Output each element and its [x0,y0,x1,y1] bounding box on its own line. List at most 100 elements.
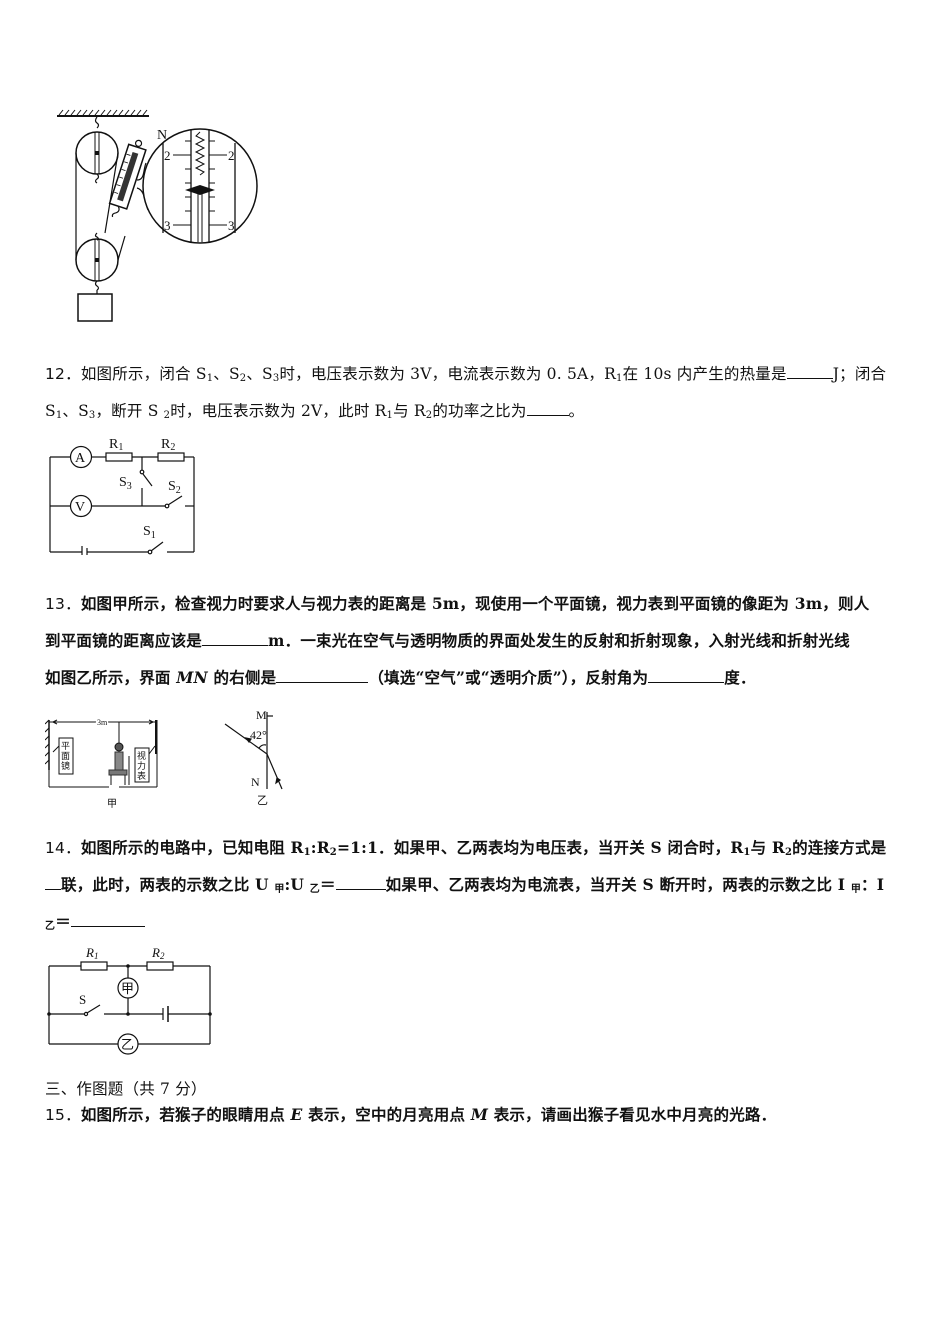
q12-text: 、S [62,402,89,420]
q14-text: 如图所示的电路中，已知电阻 R [80,838,304,857]
subscript: 甲 [850,884,862,895]
answer-blank-distance[interactable] [202,630,269,646]
subscript: 1 [743,847,751,858]
q12-text: S [45,402,56,420]
q14-text: ：I [861,875,885,894]
mirror-label-1: 平 [61,741,70,751]
subscript: 1 [616,373,623,384]
subscript: 1 [386,410,394,421]
s1-label: S1 [143,524,156,541]
q12-text: 、S [213,365,240,383]
chart-label-2: 力 [137,760,146,771]
point-n-label: N [251,775,260,789]
q14-text: :U [284,875,310,894]
r1-label: R1 [85,945,98,961]
subscript: 2 [163,410,171,421]
q13-text: 的右侧是 [207,668,277,687]
q12-text: 如图所示，闭合 S [80,365,207,383]
q13-text: 度． [724,668,756,687]
q12-circuit-diagram: A V R1 R2 S3 S2 S1 [49,437,195,555]
q14-text: 与 R [750,838,785,857]
q15-text: 表示，请画出猴子看见水中月亮的光路． [488,1105,777,1124]
scale-label-3-left: 3 [164,218,171,233]
answer-blank-connection[interactable] [45,874,61,890]
q15-text: 表示，空中的月亮用点 [302,1105,471,1124]
section-3-heading: 三、作图题（共 7 分） [45,1077,207,1099]
answer-blank-reflection-angle[interactable] [648,667,725,683]
scale-unit-label: N [157,128,167,143]
answer-blank-current-ratio[interactable] [70,911,145,927]
q12-text: ，断开 S [95,402,164,420]
distance-label: 3m [97,718,108,727]
r2-label: R2 [151,945,165,961]
scale-label-2-right: 2 [228,148,235,163]
section-heading-text: 三、作图题（共 7 分） [45,1080,207,1098]
q14-line-2: 联，此时，两表的示数之比 U 甲:U 乙＝如果甲、乙两表均为电流表，当开关 S … [45,873,884,895]
subscript: 1 [206,373,214,384]
ammeter-label: A [75,451,86,466]
q15-text: 如图所示，若猴子的眼睛用点 [80,1105,291,1124]
scale-label-3-right: 3 [228,218,235,233]
refraction-figure: M 42° N 乙 [224,708,283,807]
q12-text: 的功率之比为 [432,402,527,420]
q14-line-1: 14．如图所示的电路中，已知电阻 R1:R2=1:1．如果甲、乙两表均为电压表，… [45,836,886,858]
q13-text: 如图乙所示，界面 [45,668,177,687]
q14-text: 联，此时，两表的示数之比 U [61,875,275,894]
r1-label: R1 [109,437,123,453]
q12-number: 12． [45,365,81,383]
q12-text: 在 10s 内产生的热量是 [622,365,787,383]
q14-text: 如果甲、乙两表均为电流表，当开关 S 断开时，两表的示数之比 I [385,875,851,894]
answer-blank-heat[interactable] [786,363,833,379]
q14-circuit-diagram: R1 R2 甲 乙 S [47,945,212,1055]
q13-number: 13． [45,595,81,613]
subscript: 1 [303,847,311,858]
figure-caption-yi: 乙 [257,794,268,807]
r2-label: R2 [161,437,175,453]
q12-line-1: 12．如图所示，闭合 S1、S2、S3时，电压表示数为 3V，电流表示数为 0.… [45,362,886,384]
q15-number: 15． [45,1106,81,1124]
figure-caption-jia: 甲 [107,799,117,810]
eye-test-room-figure: 3m 平 面 镜 视 力 表 甲 [45,717,158,810]
s3-label: S3 [119,475,132,492]
s2-label: S2 [168,479,181,496]
chart-label-1: 视 [137,750,146,761]
subscript: 1 [55,410,63,421]
meter-jia-label: 甲 [121,981,134,996]
q14-text: =1:1．如果甲、乙两表均为电压表，当开关 S 闭合时，R [336,838,744,857]
subscript: 2 [239,373,247,384]
q12-text: 与 R [393,402,426,420]
mirror-label-3: 镜 [61,760,70,771]
subscript: 2 [784,847,793,858]
subscript: 3 [272,373,280,384]
q14-text: ＝ [319,875,336,894]
point-m-label: M [256,708,267,722]
q13-text: 如图甲所示，检查视力时要求人与视力表的距离是 5m，现使用一个平面镜，视力表到平… [80,594,870,613]
q12-text: 时，电压表示数为 2V，此时 R [170,402,387,420]
answer-blank-medium[interactable] [276,667,369,683]
q12-text: J；闭合 [832,365,887,383]
switch-s-label: S [79,992,86,1007]
scale-label-2-left: 2 [164,148,171,163]
q14-line-3: 乙＝ [45,910,145,932]
q12-text: 。 [568,402,585,420]
point-m: M [470,1105,489,1124]
subscript: 甲 [274,884,285,895]
subscript: 乙 [309,884,320,895]
pulley-spring-scale-figure: N 2 2 3 3 [57,109,258,322]
meter-yi-label: 乙 [121,1037,134,1052]
angle-label: 42° [250,728,267,742]
q13-text: （填选“空气”或“透明介质”），反射角为 [368,668,649,687]
mirror-label-2: 面 [61,751,70,761]
answer-blank-voltage-ratio[interactable] [335,874,386,890]
q12-text: 、S [246,365,273,383]
answer-blank-power-ratio[interactable] [526,400,569,416]
q14-number: 14． [45,839,81,857]
q12-text: 时，电压表示数为 3V，电流表示数为 0. 5A，R [279,365,616,383]
q13-text: 到平面镜的距离应该是 [45,631,203,650]
q13-text: m．一束光在空气与透明物质的界面处发生的反射和折射现象，入射光线和折射光线 [268,631,850,650]
q12-line-2: S1、S3，断开 S 2时，电压表示数为 2V，此时 R1与 R2的功率之比为。 [45,399,584,421]
q14-text: 的连接方式是 [792,838,887,857]
subscript: 2 [425,410,433,421]
point-e: E [290,1105,303,1124]
chart-label-3: 表 [137,770,146,781]
